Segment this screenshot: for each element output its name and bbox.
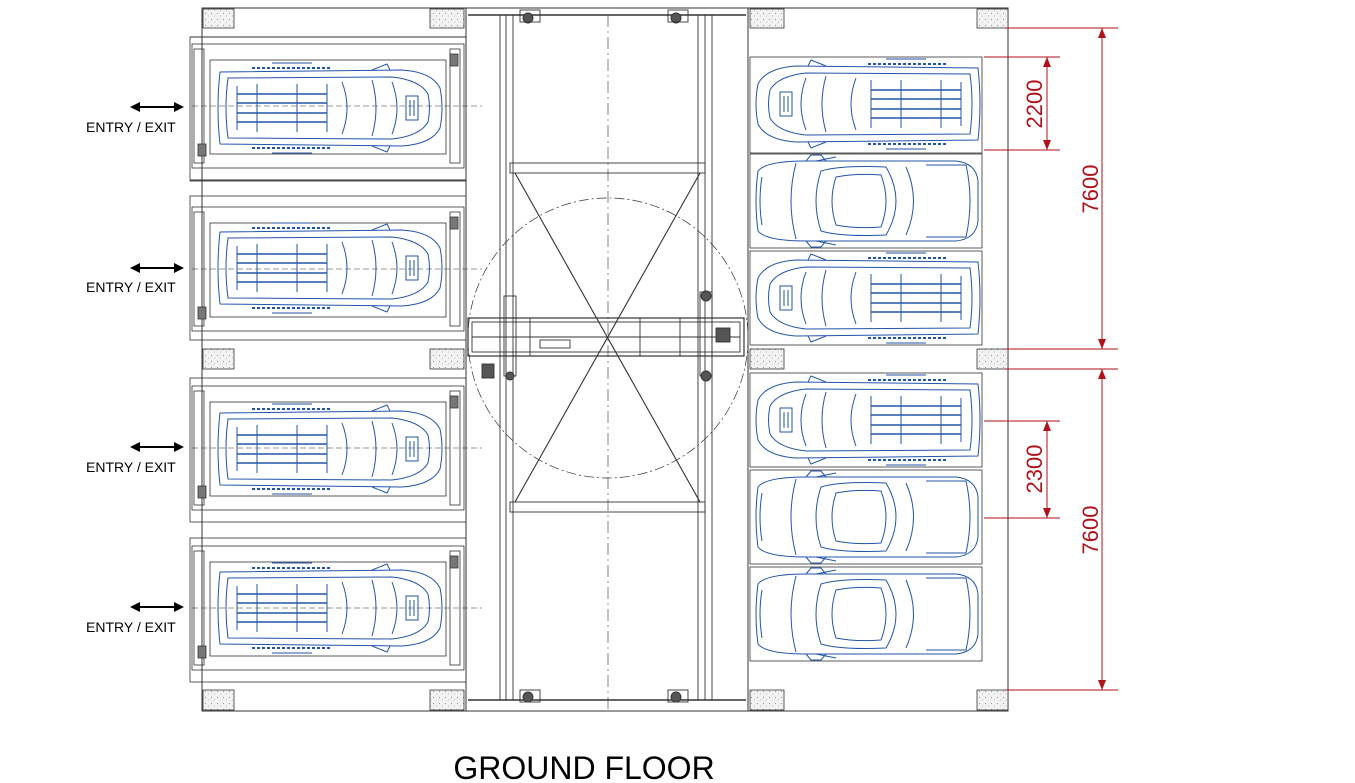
left-bay-1 [189,36,483,182]
entry-exit-label-1: ENTRY / EXIT [86,119,176,135]
dimension-lower-length: 7600 [1078,506,1103,555]
drawing-title: GROUND FLOOR [453,750,714,783]
entry-exit-label-2: ENTRY / EXIT [86,279,176,295]
entry-exit-label-3: ENTRY / EXIT [86,459,176,475]
left-bay-3 [189,377,483,523]
left-bay-2 [189,195,483,341]
concrete-columns [202,8,1009,711]
dimension-lines [984,27,1118,691]
dimension-upper-length: 7600 [1078,165,1103,214]
right-bays [749,56,983,662]
left-bay-4 [189,537,483,683]
dimension-lower-width: 2300 [1022,445,1047,494]
entry-arrows [130,102,184,612]
dimension-upper-width: 2200 [1022,80,1047,129]
right-cars [755,58,981,661]
central-lift [467,9,749,710]
entry-exit-label-4: ENTRY / EXIT [86,619,176,635]
